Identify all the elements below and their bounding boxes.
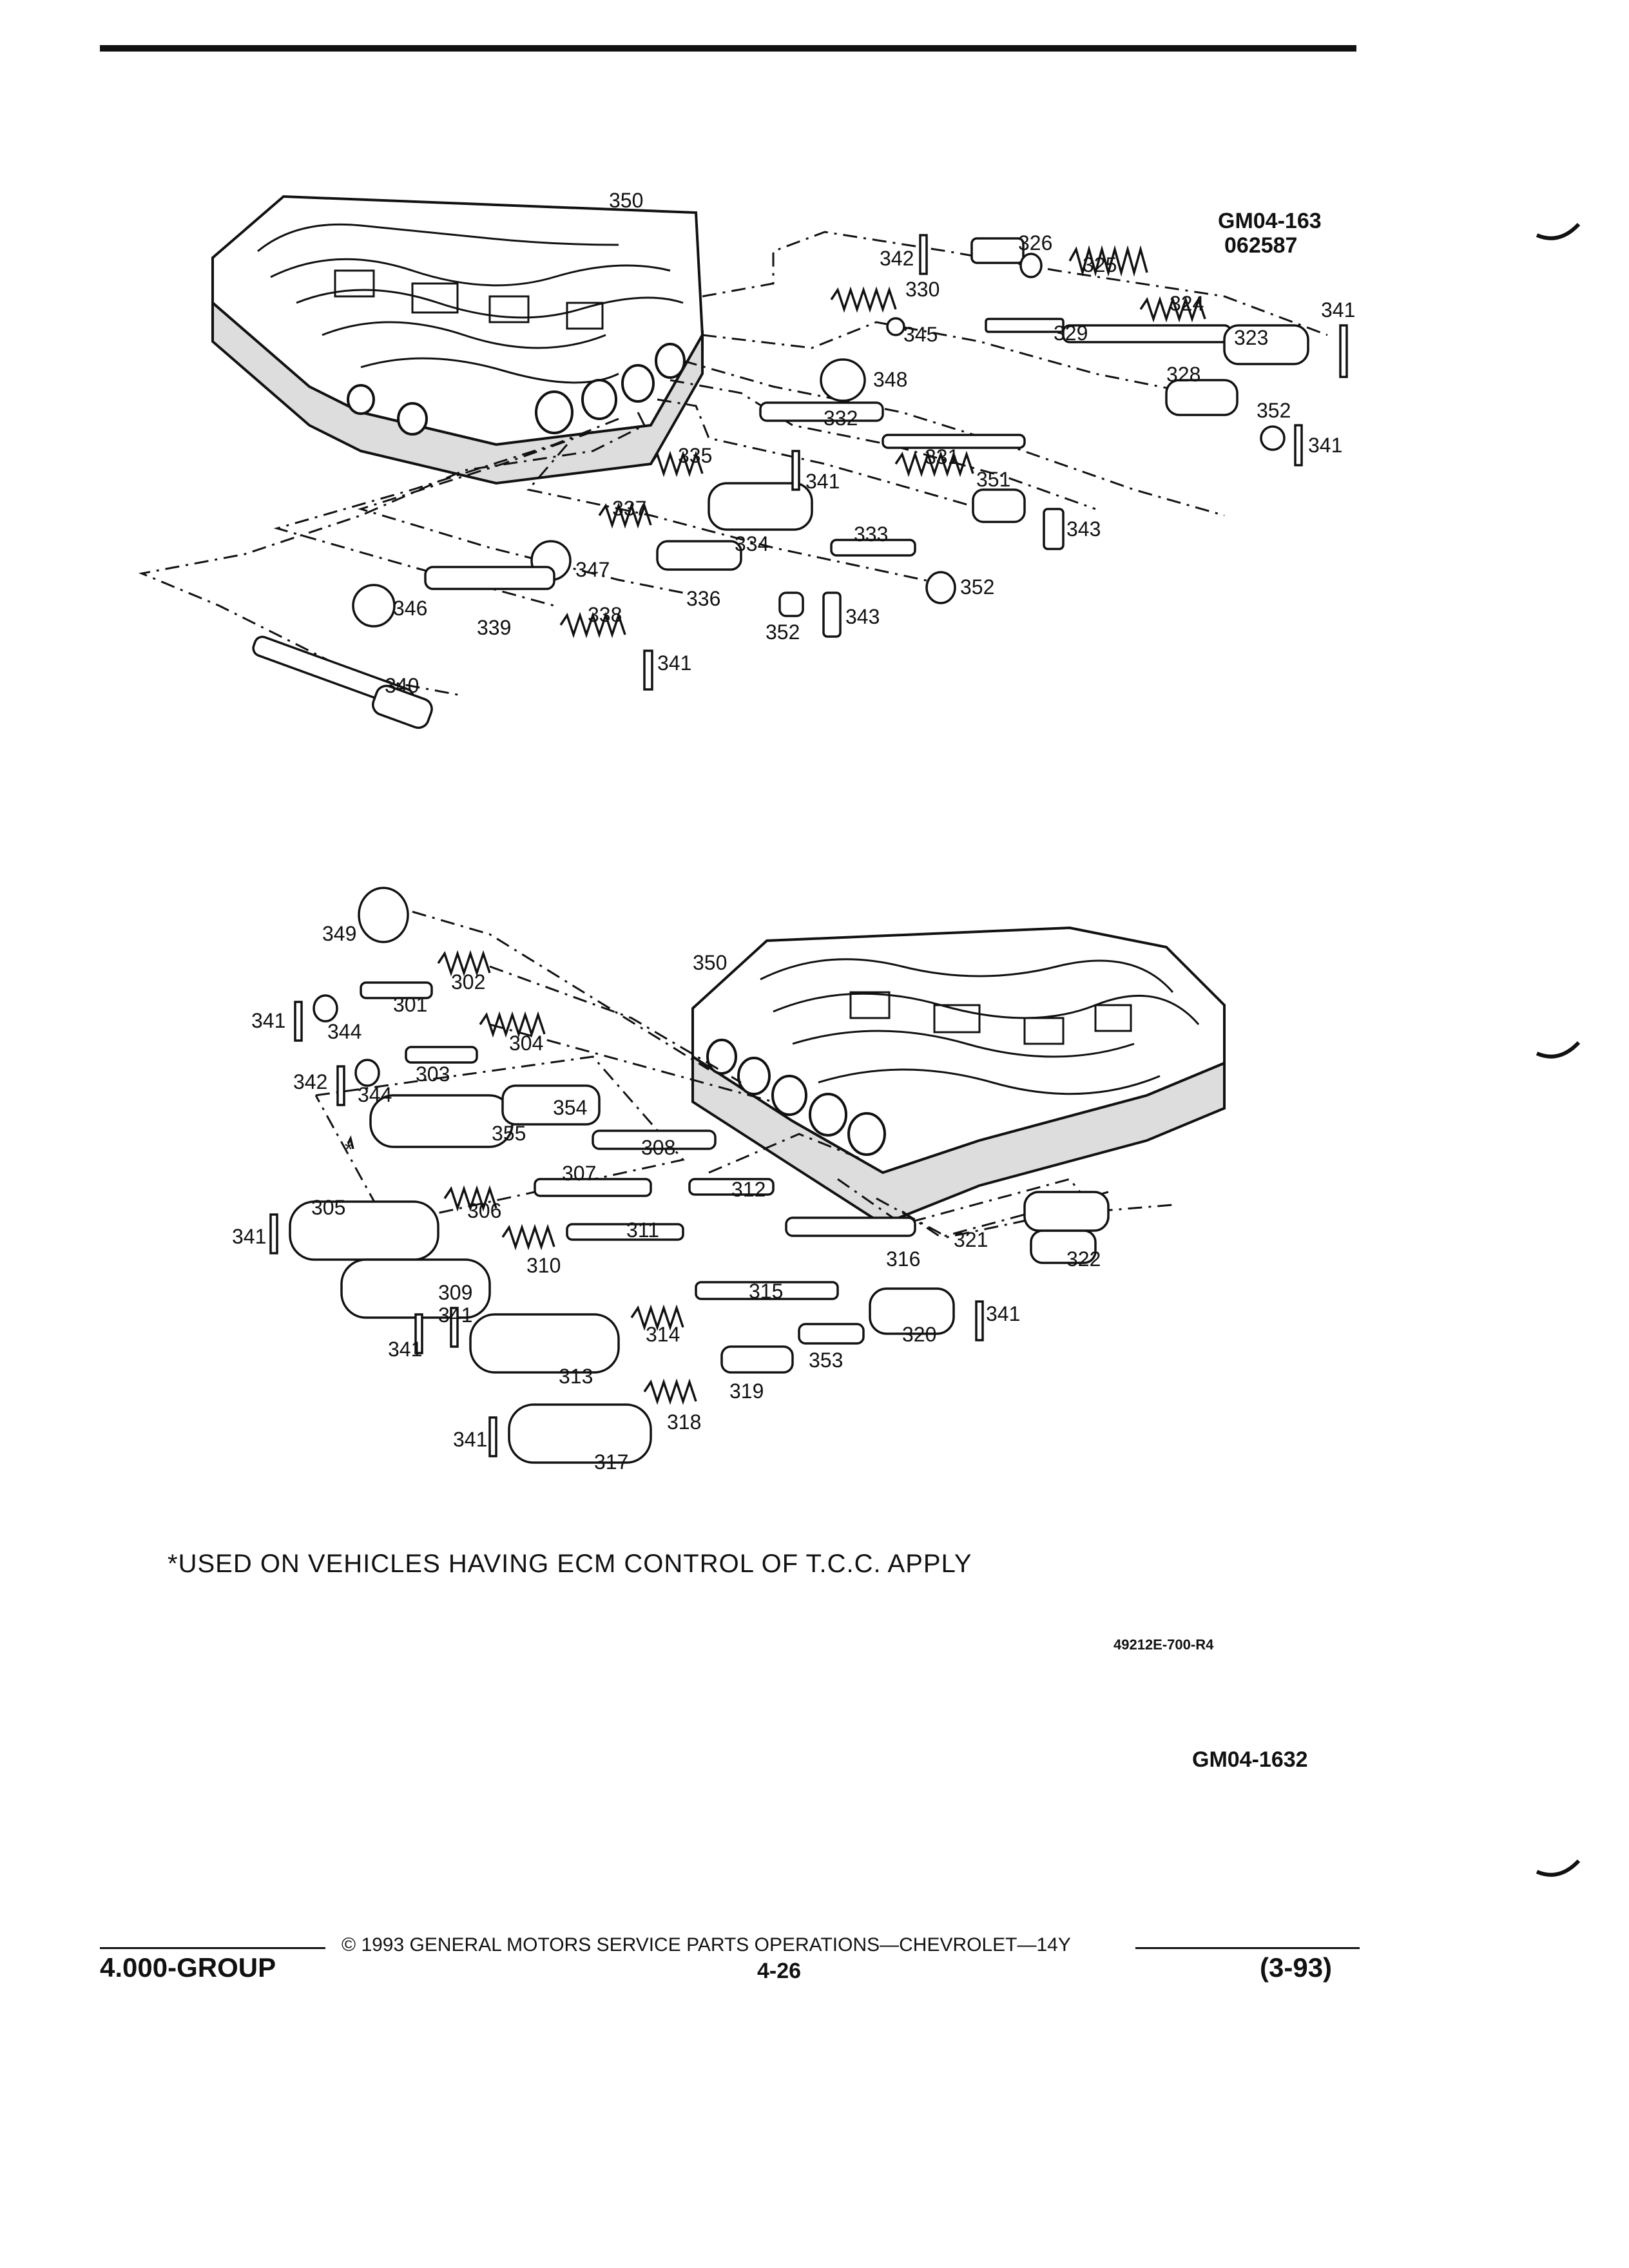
callout-label: 341 <box>232 1225 266 1248</box>
callout-label: 341 <box>388 1338 422 1361</box>
footnote-marker: * <box>345 1138 352 1161</box>
callout-label: 332 <box>824 407 858 430</box>
callout-label: 341 <box>251 1009 285 1032</box>
callout-label: 350 <box>693 951 727 974</box>
callout-label: 318 <box>667 1410 701 1434</box>
callout-label: 341 <box>986 1302 1020 1325</box>
callout-label: 354 <box>553 1096 587 1119</box>
callout-label: 319 <box>729 1379 764 1403</box>
drawing-number: 49212E-700-R4 <box>1113 1637 1214 1653</box>
callout-label: 309 <box>438 1281 472 1304</box>
callout-label: 329 <box>1054 322 1088 345</box>
top-valve-body-casting <box>211 195 704 485</box>
bottom-callout-labels: 349 302 350 301 341 344 304 342 303 344 … <box>232 922 1101 1474</box>
footer-page-number: 4-26 <box>757 1959 802 1983</box>
callout-label: 315 <box>749 1280 783 1303</box>
callout-label: 341 <box>438 1303 472 1327</box>
callout-label: 322 <box>1066 1247 1101 1271</box>
callout-label: 312 <box>731 1178 766 1201</box>
callout-label: 341 <box>657 651 691 675</box>
callout-label: 342 <box>293 1070 327 1093</box>
callout-label: 343 <box>845 605 880 628</box>
figure-code: GM04-163 <box>1218 209 1322 233</box>
callout-label: 313 <box>559 1365 593 1388</box>
bottom-parts <box>269 887 1110 1464</box>
callout-label: 340 <box>385 674 419 697</box>
callout-label: 343 <box>1066 517 1101 541</box>
callout-label: 339 <box>477 616 511 639</box>
callout-label: 353 <box>809 1349 843 1372</box>
callout-label: 307 <box>562 1162 596 1185</box>
margin-hole-mark <box>1536 1859 1581 1877</box>
callout-label: 330 <box>905 278 940 301</box>
callout-label: 351 <box>976 468 1010 491</box>
callout-label: 352 <box>960 575 994 599</box>
bottom-valve-body-casting <box>691 926 1226 1226</box>
callout-label: 352 <box>1257 399 1291 422</box>
callout-label: 326 <box>1018 231 1052 255</box>
callout-label: 344 <box>327 1020 361 1043</box>
callout-label: 331 <box>925 445 959 468</box>
footer-copyright: © 1993 GENERAL MOTORS SERVICE PARTS OPER… <box>342 1934 1071 1956</box>
top-leader-lines <box>138 231 1328 697</box>
callout-label: 304 <box>509 1032 543 1055</box>
footnote: *USED ON VEHICLES HAVING ECM CONTROL OF … <box>168 1550 972 1578</box>
callout-label: 350 <box>609 189 643 212</box>
callout-label: 346 <box>393 597 427 620</box>
top-rule <box>100 45 1356 52</box>
footer-rule-left <box>100 1947 325 1949</box>
callout-label: 311 <box>626 1218 659 1242</box>
callout-label: 338 <box>588 603 622 626</box>
callout-label: 334 <box>735 532 769 555</box>
callout-label: 324 <box>1170 292 1204 315</box>
callout-label: 335 <box>678 444 712 467</box>
callout-label: 320 <box>902 1323 936 1346</box>
callout-label: 348 <box>873 368 907 391</box>
figure-date-code: 062587 <box>1224 233 1297 258</box>
callout-label: 310 <box>526 1254 561 1277</box>
callout-label: 303 <box>416 1062 450 1086</box>
margin-hole-mark <box>1536 1041 1581 1059</box>
figure-number: GM04-1632 <box>1192 1747 1308 1772</box>
margin-hole-mark <box>1536 222 1581 240</box>
callout-label: 341 <box>1308 434 1342 457</box>
footer-rule-right <box>1135 1947 1360 1949</box>
callout-label: 321 <box>954 1228 988 1251</box>
callout-label: 305 <box>311 1196 345 1219</box>
callout-label: 306 <box>467 1199 501 1222</box>
top-callout-labels: 350 342 326 325 330 345 324 341 323 329 … <box>385 189 1355 697</box>
callout-label: 302 <box>451 970 485 994</box>
callout-label: 317 <box>594 1450 628 1474</box>
callout-label: 341 <box>805 470 840 493</box>
callout-label: 347 <box>575 558 610 581</box>
callout-label: 323 <box>1234 326 1268 349</box>
callout-label: 349 <box>322 922 356 945</box>
callout-label: 337 <box>612 497 646 520</box>
callout-label: 352 <box>766 620 800 644</box>
callout-label: 344 <box>358 1083 392 1106</box>
footer-date: (3-93) <box>1260 1952 1333 1983</box>
callout-label: 328 <box>1166 363 1200 386</box>
callout-label: 355 <box>492 1122 526 1145</box>
callout-label: 314 <box>646 1323 680 1346</box>
top-parts <box>252 234 1348 729</box>
footer-group: 4.000-GROUP <box>100 1952 276 1983</box>
callout-label: 333 <box>854 523 888 546</box>
callout-label: 342 <box>880 247 914 270</box>
callout-label: 301 <box>393 993 427 1016</box>
callout-label: 341 <box>1321 298 1355 322</box>
callout-label: 345 <box>903 323 938 346</box>
callout-label: 316 <box>886 1247 920 1271</box>
callout-label: 341 <box>453 1428 487 1451</box>
callout-label: 325 <box>1083 253 1117 276</box>
callout-label: 336 <box>686 587 720 610</box>
callout-label: 308 <box>641 1136 675 1159</box>
